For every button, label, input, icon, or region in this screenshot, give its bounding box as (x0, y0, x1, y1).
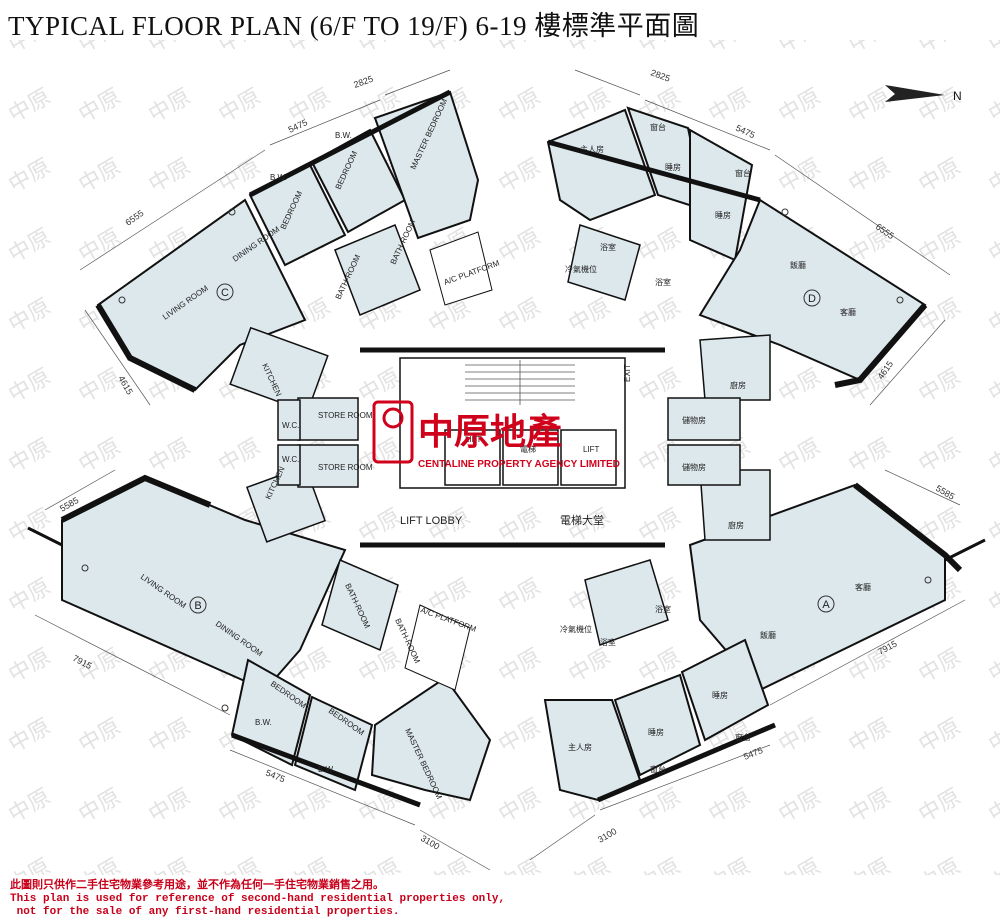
unit-a-ac-label: 冷氣機位 (560, 624, 592, 634)
disclaimer-line-en-1: This plan is used for reference of secon… (10, 893, 506, 905)
unit-a-living-label: 客廳 (855, 582, 871, 592)
unit-d-label: D (808, 293, 816, 305)
unit-a-bed2-label: 睡房 (712, 690, 728, 700)
disclaimer-line-en-2: not for the sale of any first-hand resid… (10, 906, 400, 918)
unit-a: A 主人房 睡房 睡房 飯廳 客廳 廚房 儲物房 窗台 窗台 浴室 浴室 冷氣機… (543, 444, 986, 803)
unit-b-label: B (194, 600, 201, 612)
lift-lobby-label-cn: 電梯大堂 (560, 513, 604, 527)
lift-shaft-2 (502, 429, 559, 486)
unit-d-bed2-label: 睡房 (715, 210, 731, 220)
logo-chinese: 中原地產 (418, 412, 562, 453)
lift-shaft-3 (560, 429, 617, 486)
unit-b-bw1-label: B.W. (255, 718, 272, 727)
unit-b-store-label: STORE ROOM (318, 463, 373, 472)
unit-b-wc-label: W.C. (282, 455, 299, 464)
unit-a-master-label: 主人房 (568, 742, 592, 752)
page-title: TYPICAL FLOOR PLAN (6/F TO 19/F) 6-19 樓標… (8, 11, 700, 41)
north-label: N (953, 89, 962, 103)
exit-label: EXIT (623, 364, 632, 382)
unit-d-kitchen-label: 廚房 (730, 380, 746, 390)
unit-a-bath1-label: 浴室 (600, 637, 616, 647)
unit-a-bedroom-1 (613, 673, 702, 777)
unit-c-wc (277, 399, 301, 441)
unit-a-bedroom-2 (680, 638, 770, 742)
unit-b-bath (321, 558, 399, 652)
unit-a-dining-label: 飯廳 (760, 630, 776, 640)
unit-c-bw2-label: B.W. (335, 131, 352, 140)
unit-c-label: C (221, 287, 229, 299)
lift-label-2: 電梯 (520, 444, 536, 454)
unit-d-store (667, 397, 741, 441)
unit-d-living-label: 客廳 (840, 307, 856, 317)
unit-c-wc-label: W.C. (282, 421, 299, 430)
unit-d-dining-label: 飯廳 (790, 260, 806, 270)
unit-a-bw1-label: 窗台 (650, 764, 666, 774)
north-arrow-icon (885, 85, 945, 102)
unit-a-bath2-label: 浴室 (655, 604, 671, 614)
unit-d-bw1-label: 窗台 (650, 122, 666, 132)
unit-d-ac-label: 冷氣機位 (565, 264, 597, 274)
unit-c-kitchen (229, 326, 329, 414)
unit-d-bed1-label: 睡房 (665, 162, 681, 172)
unit-a-store-label: 儲物房 (682, 462, 706, 472)
unit-b-store (297, 444, 359, 488)
north-arrow: N (885, 85, 962, 103)
unit-a-bed1-label: 睡房 (648, 727, 664, 737)
unit-d-bath (567, 224, 641, 301)
unit-b-bedroom-1 (230, 658, 312, 767)
unit-c-bath (334, 224, 421, 316)
unit-c: C LIVING ROOM DINING ROOM BEDROOM BEDROO… (95, 89, 501, 441)
unit-a-kitchen-label: 廚房 (728, 520, 744, 530)
unit-d-store-label: 儲物房 (682, 415, 706, 425)
unit-d-kitchen (699, 334, 771, 401)
dimension-lines (34, 69, 966, 871)
centaline-logo: 中原地產 CENTALINE PROPERTY AGENCY LIMITED (372, 400, 620, 470)
staircase (465, 360, 575, 405)
lift-label-1: LIFT (465, 435, 482, 444)
unit-c-store-label: STORE ROOM (318, 411, 373, 420)
unit-b-ac-platform (404, 604, 471, 691)
unit-b-wc (277, 444, 301, 486)
unit-c-ac-platform (429, 231, 493, 306)
unit-d-master (546, 108, 657, 222)
lift-label-3: LIFT (583, 445, 600, 454)
unit-d: D 主人房 睡房 睡房 飯廳 客廳 廚房 儲物房 窗台 窗台 浴室 浴室 冷氣機… (546, 106, 928, 441)
lift-lobby-label: LIFT LOBBY (400, 515, 463, 527)
unit-d-bath2-label: 浴室 (655, 277, 671, 287)
unit-a-label: A (822, 599, 830, 611)
unit-b-bw2-label: B.W. (318, 765, 335, 774)
disclaimer: 此圖則只供作二手住宅物業參考用途，並不作為任何一手住宅物業銷售之用。 This … (10, 880, 505, 919)
disclaimer-line-cn: 此圖則只供作二手住宅物業參考用途，並不作為任何一手住宅物業銷售之用。 (10, 880, 384, 892)
central-core: LIFT 電梯 LIFT EXIT LIFT LOBBY 電梯大堂 中原地產 C… (360, 347, 665, 548)
unit-a-bath (584, 559, 669, 646)
logo-english: CENTALINE PROPERTY AGENCY LIMITED (418, 459, 620, 470)
unit-c-bw1-label: B.W. (270, 173, 287, 182)
unit-d-master-label: 主人房 (580, 144, 604, 154)
lift-shaft-1 (444, 429, 501, 486)
unit-d-bath1-label: 浴室 (600, 242, 616, 252)
unit-a-bw2-label: 窗台 (735, 732, 751, 742)
unit-d-bw2-label: 窗台 (735, 168, 751, 178)
unit-a-kitchen (699, 469, 771, 541)
unit-a-store (667, 444, 741, 486)
